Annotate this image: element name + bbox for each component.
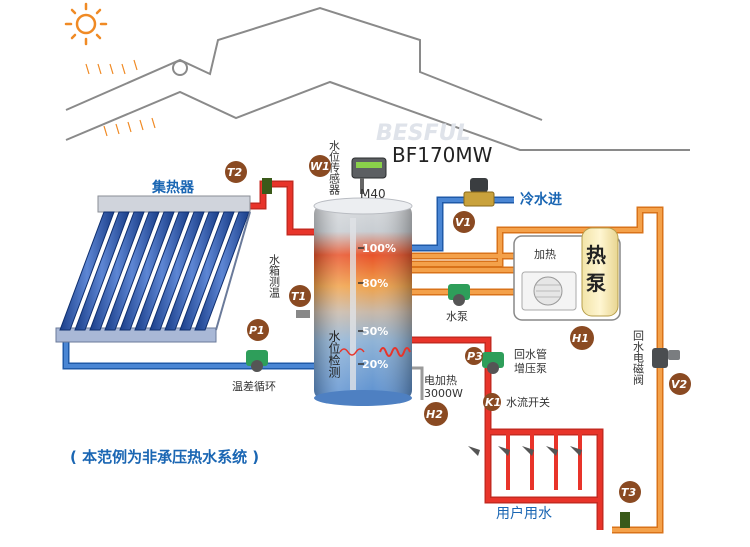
water-level-sensor-icon: [351, 157, 387, 194]
svg-text:T2: T2: [227, 166, 243, 179]
level-100: 100%: [362, 242, 396, 255]
return-valve-label: 回水电磁阀: [632, 330, 645, 386]
heat-pump-name-2: 泵: [586, 271, 606, 295]
user-water-label: 用户用水: [496, 505, 552, 522]
shower-head-icons: [468, 446, 582, 456]
circulation-label: 温差循环: [232, 379, 276, 393]
cold-water-in-label: 冷水进: [520, 191, 562, 208]
solar-collector: [55, 195, 251, 343]
temp-sensor-T1-icon: [296, 310, 310, 318]
pump-label: 水泵: [446, 310, 468, 323]
badge-V2: V2: [669, 373, 691, 395]
level-80: 80%: [362, 277, 388, 290]
cold-water-valve-icon: [463, 178, 495, 207]
collector-label: 集热器: [151, 179, 195, 196]
heat-pump-name-1: 热: [586, 243, 606, 267]
badge-T2: T2: [225, 161, 247, 183]
badge-W1: W1: [309, 155, 331, 177]
svg-text:P3: P3: [467, 350, 483, 363]
svg-text:P1: P1: [249, 324, 265, 337]
svg-text:T1: T1: [291, 290, 306, 303]
badge-P1: P1: [247, 319, 269, 341]
circulation-pump-icon: [246, 350, 268, 372]
svg-text:K1: K1: [485, 396, 501, 409]
svg-text:T3: T3: [621, 486, 637, 499]
house-outline: [65, 6, 690, 151]
booster-pump-label-1: 回水管: [514, 347, 547, 361]
brand-watermark: BESFUL: [376, 121, 471, 146]
electric-heater-label: 电加热: [424, 374, 457, 387]
level-50: 50%: [362, 325, 388, 338]
badge-K1: K1: [483, 393, 501, 411]
sensor-model: M40: [360, 187, 386, 201]
water-tank: [313, 197, 413, 406]
heat-pump-heating-label: 加热: [534, 248, 556, 261]
temp-sensor-T3-icon: [620, 512, 630, 528]
tank-temp-label: 水箱测温: [268, 254, 281, 298]
badge-H2: H2: [424, 402, 448, 426]
badge-T3: T3: [619, 481, 641, 503]
badge-T1: T1: [289, 285, 311, 307]
badge-V1: V1: [453, 211, 475, 233]
svg-text:H1: H1: [572, 332, 589, 345]
model-name: BF170MW: [392, 143, 493, 167]
temp-sensor-T2-icon: [262, 178, 272, 194]
heater-power: 3000W: [424, 387, 463, 400]
svg-text:H2: H2: [426, 408, 443, 421]
level-20: 20%: [362, 358, 388, 371]
svg-text:V2: V2: [671, 378, 688, 391]
system-note: ( 本范例为非承压热水系统 ): [70, 448, 259, 466]
badge-P3: P3: [465, 347, 483, 365]
badge-H1: H1: [570, 326, 594, 350]
water-level-label: 水位检测: [327, 330, 341, 379]
svg-text:V1: V1: [455, 216, 471, 229]
water-sensor-label: 水位传感器: [328, 140, 341, 196]
sunlight-arrows-icon: [85, 59, 156, 137]
heat-pump: [513, 227, 621, 321]
sun-icon: [64, 2, 108, 46]
svg-text:W1: W1: [310, 160, 330, 173]
water-pump-icon: [448, 284, 470, 306]
flow-switch-label: 水流开关: [506, 395, 550, 409]
booster-pump-icon: [482, 352, 504, 374]
booster-pump-label-2: 增压泵: [514, 361, 547, 375]
return-valve-icon: [652, 348, 680, 368]
